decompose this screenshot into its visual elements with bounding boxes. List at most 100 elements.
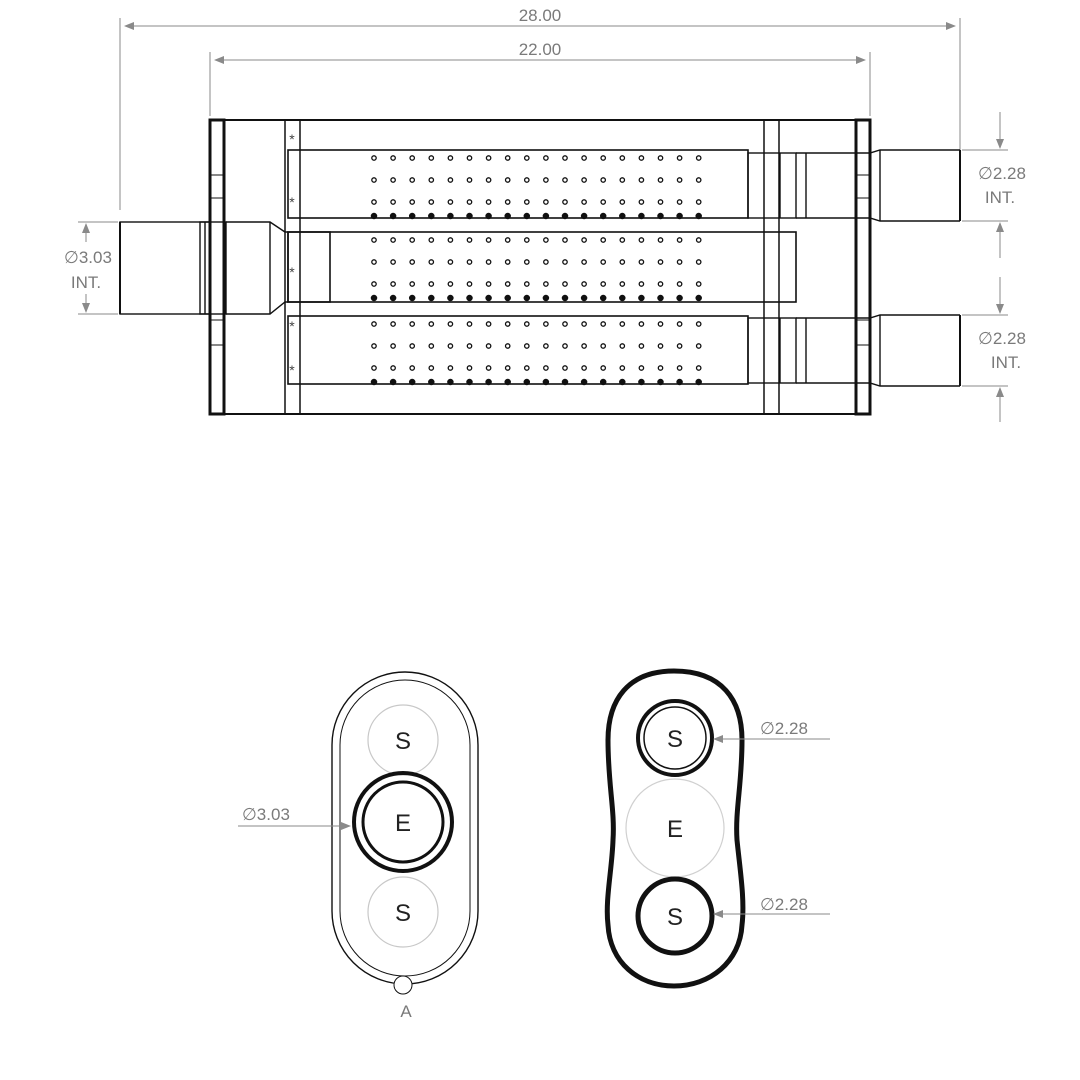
perforation-hole: [543, 321, 549, 327]
perforation-hole: [676, 177, 683, 183]
perforation-hole: [619, 199, 626, 205]
perforation-hole: [600, 237, 607, 243]
perforation-hole: [638, 294, 645, 302]
perforation-hole: [619, 212, 626, 220]
perforation-hole: [466, 177, 473, 183]
outlet-port-center-label: E: [667, 816, 683, 843]
perforation-hole: [504, 343, 511, 349]
inlet-int-label: INT.: [71, 273, 101, 292]
dim-body-length: [209, 52, 871, 116]
perforation-hole: [390, 343, 396, 349]
perforation-hole: [638, 365, 645, 371]
perforation-hole: [600, 321, 607, 327]
perforation-hole: [619, 281, 626, 287]
outlet-port-bottom: [635, 876, 715, 956]
perforation-hole: [371, 281, 377, 287]
perforation-hole: [657, 281, 664, 287]
inlet-center-diameter-label: ∅3.03: [242, 805, 290, 824]
overall-length-label: 28.00: [519, 6, 562, 25]
perforation-hole: [581, 343, 587, 349]
perforation-hole: [599, 294, 607, 302]
perforation-hole: [581, 155, 587, 161]
perforation-hole: [485, 321, 492, 327]
perforation-hole: [657, 177, 664, 183]
perforation-hole: [447, 259, 454, 265]
perforation-hole: [390, 365, 396, 371]
perforation-hole: [581, 281, 587, 287]
perforation-hole: [562, 281, 568, 287]
perforation-hole: [600, 259, 607, 265]
inlet-port-bottom-label: S: [395, 900, 411, 927]
perforation-hole: [428, 177, 435, 183]
perforation-hole: [371, 155, 377, 161]
perforation-hole: [542, 378, 550, 386]
perforation-hole: [409, 321, 416, 327]
perforation-hole: [485, 343, 492, 349]
perforation-hole: [638, 343, 645, 349]
perforation-hole: [447, 294, 454, 302]
inlet-diameter-label: ∅3.03: [64, 248, 112, 267]
perforation-hole: [638, 199, 645, 205]
perforation-hole: [542, 294, 550, 302]
perforation-hole: [657, 155, 664, 161]
dim-outlet-diameters: [962, 112, 1008, 422]
perforation-hole: [428, 237, 435, 243]
perforation-hole: [695, 259, 702, 265]
weld-mark: *: [289, 264, 295, 280]
perforation-hole: [581, 321, 587, 327]
dim-overall-length: [119, 18, 961, 210]
perforation-hole: [389, 212, 397, 220]
perforation-hole: [523, 199, 530, 205]
perforation-hole: [390, 177, 396, 183]
perforation-hole: [543, 259, 549, 265]
perforation-hole: [485, 177, 492, 183]
perforation-hole: [619, 155, 626, 161]
perforation-hole: [504, 294, 511, 302]
perforation-hole: [580, 378, 588, 386]
perforation-hole: [466, 321, 473, 327]
perforation-hole: [447, 177, 454, 183]
perforation-hole: [657, 259, 664, 265]
perforation-hole: [600, 365, 607, 371]
outlet-top-int-label: INT.: [985, 188, 1015, 207]
perforation-hole: [562, 343, 568, 349]
perforation-hole: [638, 281, 645, 287]
perforation-hole: [466, 212, 473, 220]
perforation-hole: [504, 321, 511, 327]
perforation-hole: [371, 321, 377, 327]
perforation-hole: [695, 155, 702, 161]
perforation-hole: [485, 199, 492, 205]
inlet-port-top-label: S: [395, 728, 411, 755]
perforation-hole: [485, 365, 492, 371]
perforation-hole: [466, 281, 473, 287]
perforation-hole: [657, 199, 664, 205]
perforation-hole: [562, 155, 568, 161]
perforation-hole: [428, 259, 435, 265]
weld-mark: *: [289, 318, 295, 334]
perforation-hole: [695, 199, 702, 205]
perforation-hole: [619, 365, 626, 371]
weld-mark: *: [289, 131, 295, 147]
perforation-hole: [504, 212, 511, 220]
perforation-hole: [561, 294, 569, 302]
inlet-port-center-label: E: [395, 810, 411, 837]
perforation-hole: [390, 199, 396, 205]
inlet-pipe: [119, 221, 288, 315]
perforation-hole: [466, 343, 473, 349]
outlet-end-view: S E S ∅2.28 ∅2.28: [604, 668, 830, 989]
perforation-hole: [581, 237, 587, 243]
perforation-hole: [562, 321, 568, 327]
perforation-hole: [619, 177, 626, 183]
perforation-hole: [561, 378, 569, 386]
perforation-hole: [523, 259, 530, 265]
perforation-hole: [428, 199, 435, 205]
perforation-hole: [638, 259, 645, 265]
perforation-hole: [428, 321, 435, 327]
perforation-hole: [676, 155, 683, 161]
perforation-hole: [676, 294, 683, 302]
perforation-hole: [543, 237, 549, 243]
perforation-hole: [466, 237, 473, 243]
perforation-hole: [371, 177, 377, 183]
perforation-hole: [657, 294, 664, 302]
perforation-hole: [390, 321, 396, 327]
